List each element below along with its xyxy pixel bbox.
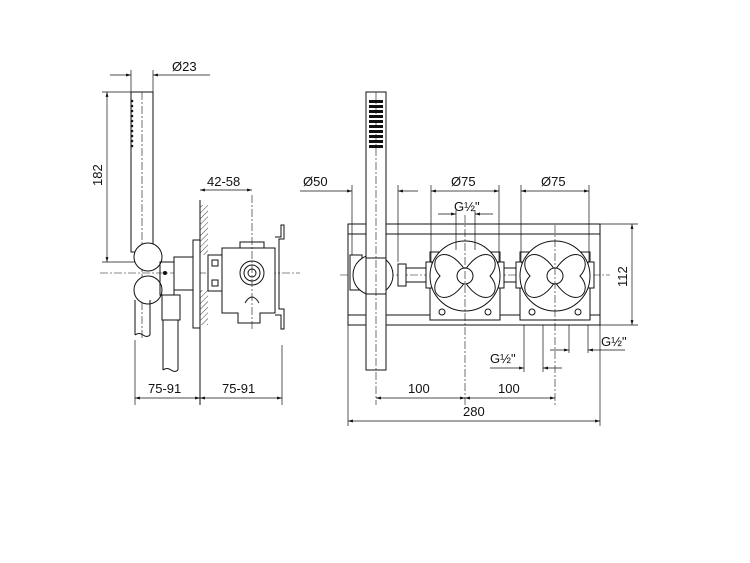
dim-holder-diameter: Ø50 [300, 174, 418, 262]
label-spacing-100-2: 100 [498, 381, 520, 396]
dim-handshower-length: 182 [90, 91, 135, 263]
dim-handshower-diameter: Ø23 [110, 59, 210, 92]
front-view: Ø50 Ø75 Ø75 G½" 112 [300, 91, 638, 426]
dim-projection: 75-91 75-91 [134, 340, 283, 405]
label-bottom-thread-right: G½" [601, 334, 627, 349]
dim-top-thread: G½" [438, 199, 493, 250]
handshower-side [130, 91, 181, 372]
valve-1 [425, 240, 505, 321]
label-height-112: 112 [615, 266, 630, 287]
label-42-58: 42-58 [207, 174, 240, 189]
label-diameter-75-1: Ø75 [451, 174, 476, 189]
label-bottom-thread-left: G½" [490, 351, 516, 366]
side-view: Ø23 182 42-58 75-91 75-91 [90, 59, 300, 405]
dim-height: 112 [600, 223, 638, 326]
dim-valve-diameters: Ø75 Ø75 [430, 174, 590, 262]
label-75-91-front: 75-91 [148, 381, 181, 396]
dim-total-width: 280 [347, 325, 601, 426]
dim-wall-depth: 42-58 [200, 174, 252, 192]
label-spacing-100-1: 100 [408, 381, 430, 396]
label-75-91-back: 75-91 [222, 381, 255, 396]
label-diameter-23: Ø23 [172, 59, 197, 74]
label-total-280: 280 [463, 404, 485, 419]
label-diameter-75-2: Ø75 [541, 174, 566, 189]
valve-body-side [221, 224, 285, 330]
handshower-front [365, 91, 387, 405]
label-length-182: 182 [90, 164, 105, 186]
dim-bottom-threads: G½" G½" [490, 325, 627, 372]
dim-spacing: 100 100 [376, 381, 555, 400]
label-diameter-50: Ø50 [303, 174, 328, 189]
label-top-thread: G½" [454, 199, 480, 214]
valve-2 [515, 240, 595, 321]
wall-hatch [200, 205, 208, 255]
